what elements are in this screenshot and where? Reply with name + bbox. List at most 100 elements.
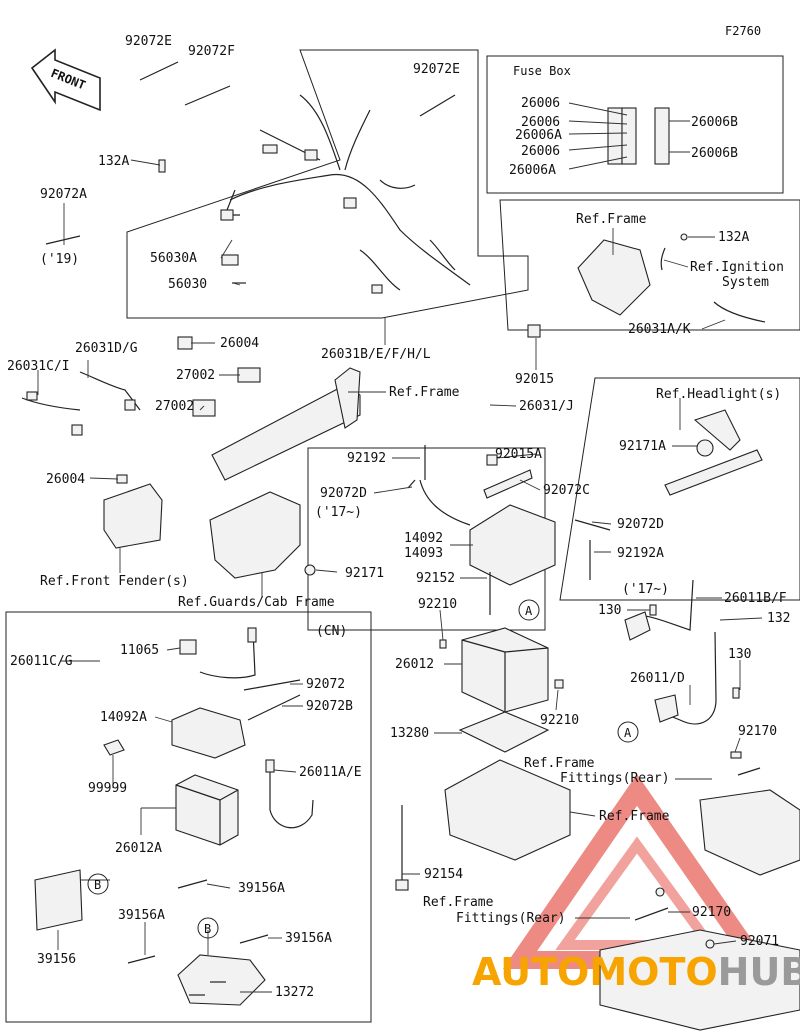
- part-label: 26012A: [115, 841, 162, 856]
- battery-26012: [439, 627, 564, 713]
- reference-markers: A A B B: [87, 599, 639, 939]
- part-label: 14092A: [100, 710, 147, 725]
- part-label: 26031A/K: [628, 322, 691, 337]
- part-label: 14093: [404, 546, 443, 561]
- part-label: 13272: [275, 985, 314, 1000]
- fuse-label: 26006: [521, 115, 560, 130]
- part-label: 39156A: [238, 881, 285, 896]
- part-label: Ref.Frame: [389, 385, 460, 400]
- sub-harnesses-left: [21, 371, 141, 436]
- watermark-auto: AUTO: [472, 950, 589, 994]
- part-label: 26011B/F: [724, 591, 787, 606]
- fuse-label: 26006A: [515, 128, 562, 143]
- part-label: 132: [767, 611, 790, 626]
- part-label: 26012: [395, 657, 434, 672]
- part-label: 39156A: [285, 931, 332, 946]
- part-label: 99999: [88, 781, 127, 796]
- fuse-label: 26006B: [691, 146, 738, 161]
- part-label: 13280: [390, 726, 429, 741]
- svg-text:AUTOMOTOHUB: AUTOMOTOHUB: [472, 950, 800, 994]
- part-labels: F2760 Fuse Box 92072E 92072F 92072E 132A…: [7, 24, 790, 1000]
- section-frames: [5, 49, 800, 1023]
- marker-a-bottom: A: [624, 726, 632, 740]
- main-wiring-harness: [220, 94, 471, 294]
- marker-a-top: A: [525, 604, 533, 618]
- part-label: Ref.Guards/Cab Frame: [178, 595, 335, 610]
- part-label: 130: [728, 647, 751, 662]
- part-label: 92154: [424, 867, 463, 882]
- marker-b-left: B: [94, 878, 101, 892]
- part-label: 92072C: [543, 483, 590, 498]
- small-parts-top: [45, 61, 541, 350]
- part-label: 26031D/G: [75, 341, 138, 356]
- diagram-code: F2760: [725, 24, 761, 38]
- part-label: 26031B/E/F/H/L: [321, 347, 431, 362]
- fuse-label: 26006: [521, 144, 560, 159]
- part-label: 92072E: [413, 62, 460, 77]
- part-label: 92210: [418, 597, 457, 612]
- part-label: 26004: [220, 336, 259, 351]
- part-label: 92171: [345, 566, 384, 581]
- part-label: 92072D: [617, 517, 664, 532]
- part-label: 92072A: [40, 187, 87, 202]
- part-label: 26011A/E: [299, 765, 362, 780]
- part-label: 92170: [738, 724, 777, 739]
- battery-case: [407, 445, 611, 615]
- part-label: ('17~): [315, 505, 362, 520]
- part-label: 27002: [155, 399, 194, 414]
- battery-tray: [395, 711, 571, 891]
- watermark-moto: MOTO: [589, 950, 717, 994]
- fuse-box-title: Fuse Box: [513, 64, 571, 78]
- fuse-label: 26006A: [509, 163, 556, 178]
- watermark-hub: HUB: [718, 950, 800, 994]
- part-label: Ref.Frame: [524, 756, 595, 771]
- front-fender-bracket: [103, 474, 163, 549]
- part-label: System: [722, 275, 769, 290]
- part-label: Ref.Headlight(s): [656, 387, 781, 402]
- fuse-box-drawing: [568, 102, 690, 170]
- fuse-label: 26006: [521, 96, 560, 111]
- part-label: 11065: [120, 643, 159, 658]
- part-label: Ref.Frame: [576, 212, 647, 227]
- ignition-frame-piece: [577, 233, 766, 323]
- part-label: Fittings(Rear): [560, 771, 670, 786]
- marker-b-right: B: [204, 922, 211, 936]
- part-label: Fittings(Rear): [456, 911, 566, 926]
- part-label: 92072E: [125, 34, 172, 49]
- part-label: 26011C/G: [10, 654, 73, 669]
- part-label: 27002: [176, 368, 215, 383]
- part-label: 92015A: [495, 447, 542, 462]
- part-label: 92071: [740, 934, 779, 949]
- part-label: 92072F: [188, 44, 235, 59]
- part-label: ('19): [40, 252, 79, 267]
- part-label: 26011/D: [630, 671, 685, 686]
- cn-section-title: (CN): [316, 624, 347, 639]
- part-label: 26004: [46, 472, 85, 487]
- part-label: Ref.Frame: [423, 895, 494, 910]
- part-label: 130: [598, 603, 621, 618]
- part-label: Ref.Front Fender(s): [40, 574, 189, 589]
- relay-bracket: [192, 367, 361, 481]
- guard-cab-frame: [209, 491, 316, 579]
- part-label: 92210: [540, 713, 579, 728]
- battery-cables-right: [624, 579, 740, 725]
- part-label: Ref.Frame: [599, 809, 670, 824]
- part-label: 26031C/I: [7, 359, 70, 374]
- part-label: 92072D: [320, 486, 367, 501]
- part-label: 56030A: [150, 251, 197, 266]
- fuse-label: 26006B: [691, 115, 738, 130]
- part-label: Ref.Ignition: [690, 260, 784, 275]
- headlight-harness: [664, 409, 763, 496]
- part-label: 92192A: [617, 546, 664, 561]
- part-label: 92072: [306, 677, 345, 692]
- part-label: 26031/J: [519, 399, 574, 414]
- rear-fittings: [599, 751, 800, 1031]
- part-label: 92152: [416, 571, 455, 586]
- part-label: 14092: [404, 531, 443, 546]
- part-label: 92015: [515, 372, 554, 387]
- part-label: 92171A: [619, 439, 666, 454]
- part-label: ('17~): [622, 582, 669, 597]
- cn-section-parts: [34, 627, 314, 1006]
